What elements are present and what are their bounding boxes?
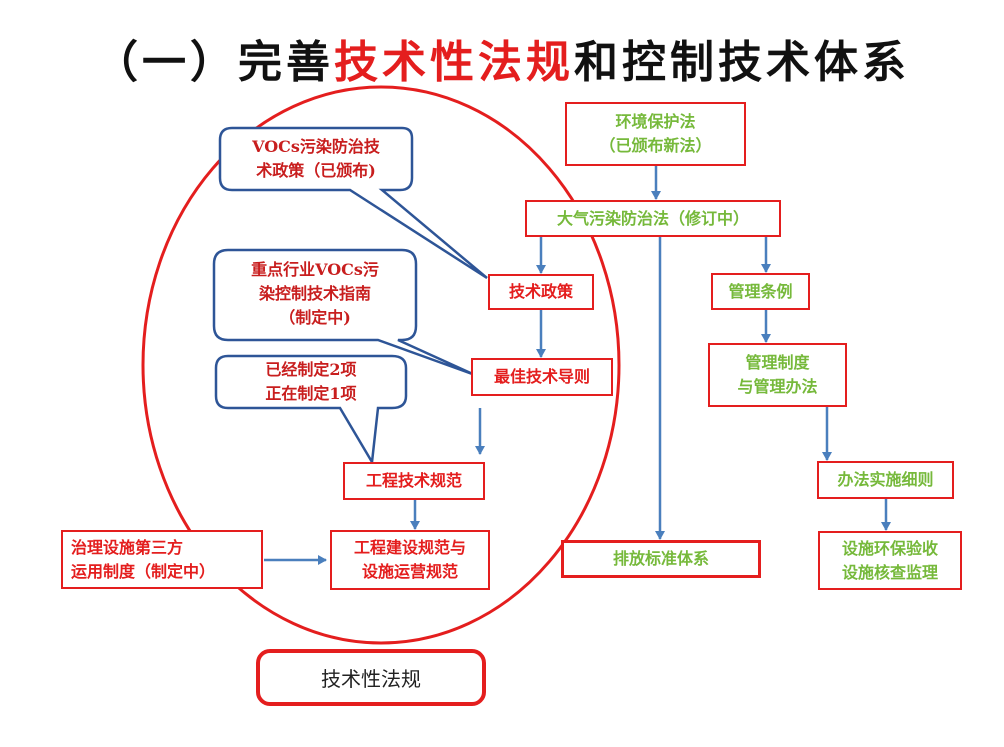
env-protection-law-box: 环境保护法 （已颁布新法）	[565, 102, 746, 166]
best-tech-guide-box: 最佳技术导则	[471, 358, 613, 396]
callout-bubble-2	[212, 248, 476, 377]
page-title: （一）完善技术性法规和控制技术体系	[0, 26, 1004, 90]
third-party-system-box: 治理设施第三方 运用制度（制定中）	[61, 530, 263, 589]
callout-bubble-3	[214, 354, 408, 466]
acceptance-supervision-box: 设施环保验收 设施核查监理	[818, 531, 962, 590]
title-post: 和控制技术体系	[574, 37, 910, 88]
air-pollution-law-box: 大气污染防治法（修订中）	[525, 200, 781, 237]
callout-status: 已经制定2项 正在制定1项	[265, 360, 357, 403]
title-pre: （一）完善	[94, 37, 334, 88]
emission-standard-box: 排放标准体系	[561, 540, 761, 578]
callout-vocs-policy: VOCs污染防治技 术政策（已颁布)	[252, 137, 380, 180]
callout-bubble-1	[218, 126, 488, 280]
build-operation-spec-box: 工程建设规范与 设施运营规范	[330, 530, 490, 590]
mgmt-system-box: 管理制度 与管理办法	[708, 343, 847, 407]
tech-regulation-ellipse	[141, 85, 621, 645]
title-highlight: 技术性法规	[334, 37, 574, 88]
mgmt-regulation-box: 管理条例	[711, 273, 810, 310]
callout-industry-guide: 重点行业VOCs污 染控制技术指南 （制定中)	[251, 260, 379, 327]
implementation-rules-box: 办法实施细则	[817, 461, 954, 499]
tech-regulation-legend: 技术性法规	[256, 649, 486, 706]
eng-tech-spec-box: 工程技术规范	[343, 462, 485, 500]
tech-policy-box: 技术政策	[488, 274, 594, 310]
